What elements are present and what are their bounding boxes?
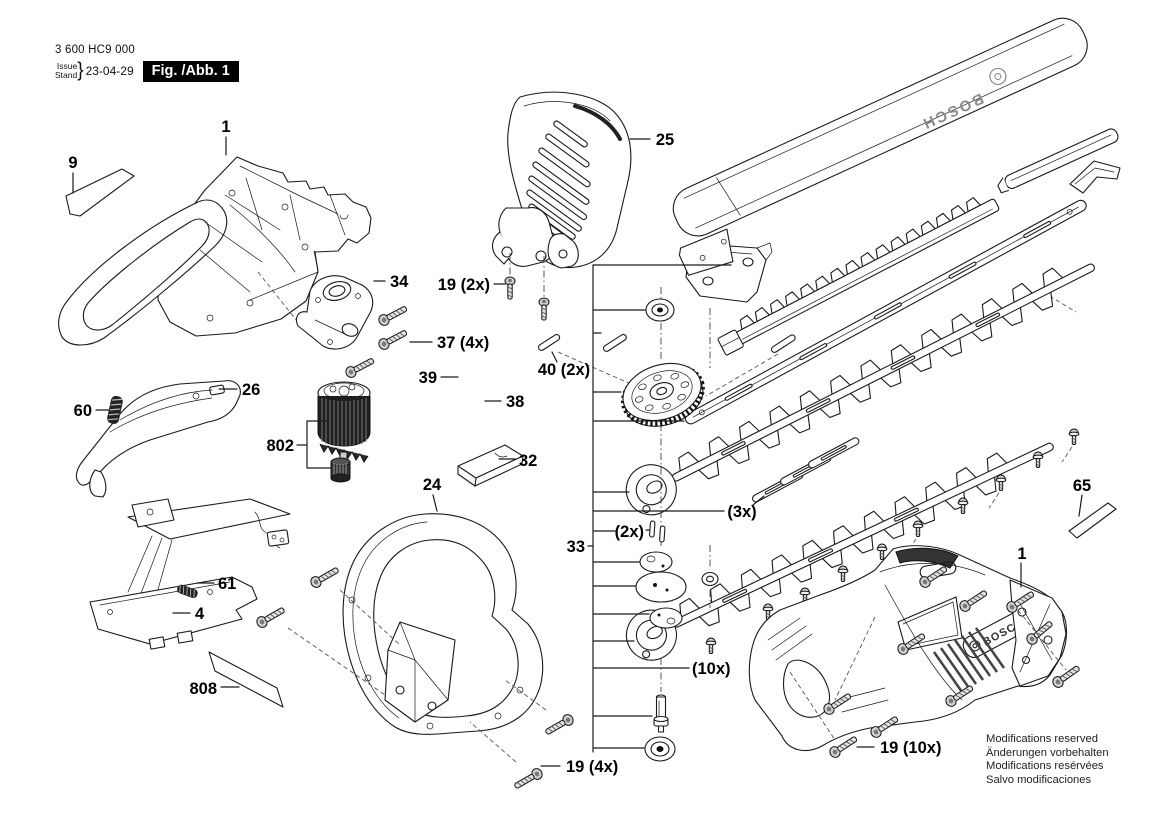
notice-line-fr: Modifications resérvées bbox=[986, 760, 1104, 773]
callout-61: 61 bbox=[218, 575, 236, 593]
callout-37-4x: 37 (4x) bbox=[437, 334, 489, 352]
screw-icon bbox=[912, 520, 924, 537]
group-33-bracket bbox=[592, 264, 732, 753]
switch-assembly-4 bbox=[89, 498, 291, 650]
screw-icon bbox=[1068, 428, 1080, 445]
title-block: 3 600 HC9 000 Issue Stand } 23-04-29 Fig… bbox=[55, 44, 239, 82]
callout-leaders bbox=[72, 136, 1083, 767]
notice-line-es: Salvo modificaciones bbox=[986, 773, 1092, 786]
callout-39: 39 bbox=[419, 369, 437, 387]
pivot-pins-40 bbox=[537, 333, 796, 353]
strip-icon bbox=[806, 436, 861, 470]
hand-guard-25 bbox=[491, 91, 632, 269]
tip-axis-dash bbox=[1042, 291, 1077, 313]
screw-icon bbox=[376, 326, 410, 352]
callout-2x: (2x) bbox=[615, 523, 644, 541]
warning-label-sticker-9 bbox=[65, 168, 135, 217]
screw-icon bbox=[1032, 451, 1044, 468]
callout-9: 9 bbox=[68, 154, 77, 172]
screw-icon bbox=[308, 564, 341, 590]
notice-line-de: Änderungen vorbehalten bbox=[986, 746, 1109, 759]
screw-icon bbox=[837, 565, 849, 582]
callout-60: 60 bbox=[74, 402, 92, 420]
callout-40-2x: 40 (2x) bbox=[538, 361, 590, 379]
eccentric-disc-upper bbox=[639, 551, 673, 573]
figure-label: Fig. /Abb. 1 bbox=[142, 60, 239, 82]
screw-icon bbox=[995, 474, 1007, 491]
stand-label: Stand bbox=[55, 70, 78, 80]
screw-icon bbox=[504, 276, 516, 300]
issue-label: Issue bbox=[56, 61, 78, 71]
callout-26: 26 bbox=[242, 381, 260, 399]
callout-34: 34 bbox=[390, 273, 409, 291]
tip-protector bbox=[1069, 160, 1121, 194]
callout-19-4x: 19 (4x) bbox=[566, 758, 618, 776]
housing-vents bbox=[932, 627, 1006, 693]
cam-disc-large bbox=[635, 571, 687, 603]
blade-guide-rail bbox=[684, 199, 1087, 425]
callout-24: 24 bbox=[423, 476, 442, 494]
trigger-lever-26 bbox=[75, 380, 241, 498]
callout-19-2x: 19 (2x) bbox=[438, 276, 490, 294]
callout-65: 65 bbox=[1073, 477, 1091, 495]
screw-icon bbox=[376, 302, 410, 328]
callout-4: 4 bbox=[195, 605, 205, 623]
eccentric-disc-lower bbox=[649, 607, 683, 629]
modifications-notice: Modifications reserved Änderungen vorbeh… bbox=[986, 733, 1109, 787]
cutting-blade-upper bbox=[625, 263, 1095, 516]
callout-33: 33 bbox=[567, 538, 585, 556]
screw-icon bbox=[343, 354, 377, 380]
callout-808: 808 bbox=[189, 680, 217, 698]
callout-3x: (3x) bbox=[727, 503, 756, 521]
screw-icon bbox=[705, 637, 717, 654]
motor-802 bbox=[306, 381, 371, 483]
callout-25: 25 bbox=[656, 131, 674, 149]
drive-assembly-group-33 bbox=[537, 287, 796, 762]
gearbox-34 bbox=[295, 275, 374, 350]
tip-rail bbox=[997, 128, 1119, 194]
cutting-blade-lower bbox=[625, 442, 1054, 661]
cover-brand-logo-icon bbox=[989, 67, 1007, 86]
callout-10x: (10x) bbox=[692, 660, 731, 678]
callout-labels: 9 1 25 19 (2x) 34 37 (4x) 39 38 40 (2x) … bbox=[68, 118, 1091, 776]
issue-date: 23-04-29 bbox=[85, 64, 134, 78]
callout-1-right: 1 bbox=[1017, 545, 1026, 563]
handle-mount-bracket bbox=[384, 621, 456, 723]
screw-icon bbox=[254, 604, 287, 630]
blade-cover: BOSCH bbox=[672, 17, 1088, 276]
screws-19-2x bbox=[504, 276, 550, 321]
washer bbox=[701, 571, 719, 587]
ball-bearing-lower bbox=[644, 736, 676, 762]
callout-32: 32 bbox=[519, 452, 537, 470]
callout-38: 38 bbox=[506, 393, 524, 411]
screw-icon bbox=[543, 712, 576, 738]
callout-1-left: 1 bbox=[221, 118, 230, 136]
product-code: 3 600 HC9 000 bbox=[55, 44, 135, 56]
assembly-axis-dash bbox=[257, 271, 302, 327]
screw-icon bbox=[538, 297, 550, 321]
brace-glyph: } bbox=[77, 59, 84, 82]
label-sticker-65 bbox=[1068, 502, 1117, 539]
motor-pinion bbox=[330, 457, 351, 483]
ball-bearing-upper bbox=[645, 298, 675, 322]
housing-screw-axes bbox=[789, 609, 1067, 741]
notice-line-en: Modifications reserved bbox=[986, 733, 1098, 745]
front-handle-24 bbox=[342, 513, 544, 735]
callout-802: 802 bbox=[266, 437, 294, 455]
callout-19-10x: 19 (10x) bbox=[880, 739, 941, 757]
dowel-pins-2x bbox=[649, 520, 666, 543]
housing-left-half bbox=[58, 156, 372, 346]
guard-screw-axes bbox=[509, 253, 545, 297]
issue-stand-labels: Issue Stand bbox=[55, 62, 77, 80]
eccentric-shaft-bolt bbox=[653, 694, 669, 733]
drive-rack bbox=[717, 197, 1000, 356]
handle-screw-axes bbox=[287, 589, 547, 763]
screw-icon bbox=[512, 766, 545, 792]
drive-gear bbox=[620, 362, 705, 427]
label-sticker-808 bbox=[208, 651, 284, 708]
slide-block-32 bbox=[457, 444, 524, 487]
